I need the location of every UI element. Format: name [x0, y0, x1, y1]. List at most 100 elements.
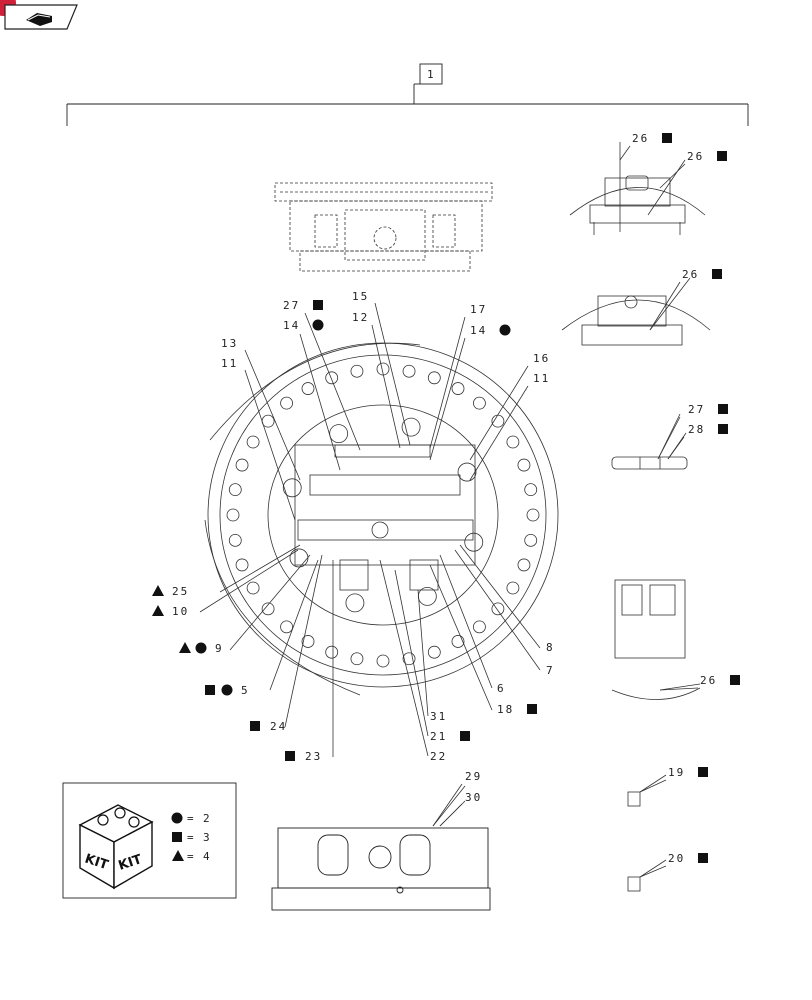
legend-value: 4 — [203, 850, 212, 863]
leader-line — [229, 554, 311, 651]
leader-line — [429, 564, 493, 711]
callout-21: 21 — [394, 569, 470, 743]
square-symbol-icon — [712, 269, 722, 279]
bolt-hole — [301, 382, 315, 395]
circle-symbol-icon — [171, 812, 183, 824]
bolt-hole — [451, 635, 465, 648]
callout-8: 8 — [459, 544, 555, 654]
leader-line — [244, 369, 296, 521]
square-symbol-icon — [730, 675, 740, 685]
kit-legend-box: KIT KIT =2 =3 = 4 — [62, 782, 237, 899]
square-symbol-icon — [172, 832, 182, 842]
callout-number: 24 — [270, 720, 287, 733]
circle-symbol-icon — [499, 324, 511, 336]
callout-number: 26 — [632, 132, 649, 145]
callout-20: 20 — [639, 852, 708, 878]
leader-line — [469, 385, 529, 481]
callout-number: 26 — [700, 674, 717, 687]
leader-line — [417, 589, 429, 717]
callout-16: 16 — [469, 352, 548, 461]
square-symbol-icon — [285, 751, 295, 761]
leader-line — [432, 783, 463, 827]
bolt-hole — [517, 558, 531, 572]
book-arrow-icon — [26, 13, 52, 26]
leader-line — [459, 544, 541, 649]
callout-number: 27 — [688, 403, 705, 416]
leader-line — [439, 554, 493, 689]
callout-26: 26 — [659, 150, 727, 189]
bolt-hole — [517, 458, 531, 472]
leader-line — [394, 569, 429, 737]
bolt-hole — [325, 645, 339, 659]
callout-number: 23 — [305, 750, 322, 763]
callout-11: 11 — [469, 372, 550, 481]
bolt-hole — [473, 620, 486, 634]
callout-number: 8 — [546, 641, 555, 654]
bolt-hole — [325, 371, 339, 385]
valve-side-view-top — [274, 182, 493, 272]
kit-word-right: KIT — [117, 852, 144, 874]
mount-bolt — [457, 462, 477, 482]
bolt-hole — [491, 602, 505, 616]
callout-25: 25 — [152, 544, 301, 598]
bolt-hole — [506, 435, 520, 449]
callout-26: 26 — [659, 674, 740, 691]
callout-number: 25 — [172, 585, 189, 598]
bolt-hole — [235, 558, 249, 572]
callout-number: 7 — [546, 664, 555, 677]
callout-number: 17 — [470, 303, 487, 316]
callout-27: 27 — [283, 299, 361, 451]
callout-13: 13 — [221, 337, 301, 481]
leader-line — [371, 324, 401, 449]
nav-tab-button[interactable] — [4, 4, 78, 30]
bolt-hole — [473, 396, 486, 410]
callout-number: 6 — [497, 682, 506, 695]
leader-line — [657, 416, 681, 460]
callout-number: 30 — [465, 791, 482, 804]
reference-number: 1 — [427, 68, 436, 81]
bolt-hole — [402, 652, 416, 666]
callout-19: 19 — [639, 766, 708, 793]
bolt-hole — [235, 458, 249, 472]
legend-item: =3 — [172, 831, 210, 844]
detail-view-1 — [569, 142, 706, 235]
leader-line — [659, 687, 699, 691]
callout-14: 14 — [283, 319, 341, 471]
legend-item: =2 — [171, 812, 210, 825]
bolt-hole — [524, 533, 538, 547]
callout-number: 15 — [352, 290, 369, 303]
leader-line — [619, 145, 631, 161]
callout-9: 9 — [179, 554, 311, 655]
triangle-symbol-icon — [152, 585, 164, 596]
callout-number: 26 — [682, 268, 699, 281]
callout-number: 22 — [430, 750, 447, 763]
leader-line — [269, 559, 319, 691]
leader-line — [299, 333, 341, 471]
callout-number: 11 — [533, 372, 550, 385]
callout-number: 31 — [430, 710, 447, 723]
callout-number: 28 — [688, 423, 705, 436]
leader-line — [469, 365, 529, 461]
leader-line — [379, 559, 429, 757]
callout-number: 27 — [283, 299, 300, 312]
leader-line — [199, 549, 299, 613]
mount-bolt — [282, 478, 302, 498]
callout-27: 27 — [657, 403, 728, 460]
leader-line — [667, 436, 685, 460]
detail-view-5 — [627, 774, 667, 807]
bolt-circle — [226, 362, 540, 668]
callout-24: 24 — [250, 554, 323, 733]
equals-sign: = — [187, 812, 196, 825]
kit-box-icon: KIT KIT — [78, 804, 154, 890]
square-symbol-icon — [698, 853, 708, 863]
mount-bolt — [289, 548, 309, 568]
bolt-hole — [427, 645, 441, 659]
callout-12: 12 — [352, 311, 401, 449]
callout-number: 10 — [172, 605, 189, 618]
detail-view-6 — [627, 859, 667, 892]
bolt-hole — [246, 435, 260, 449]
reference-bracket: 1 — [66, 63, 749, 126]
callout-28: 28 — [667, 423, 728, 460]
